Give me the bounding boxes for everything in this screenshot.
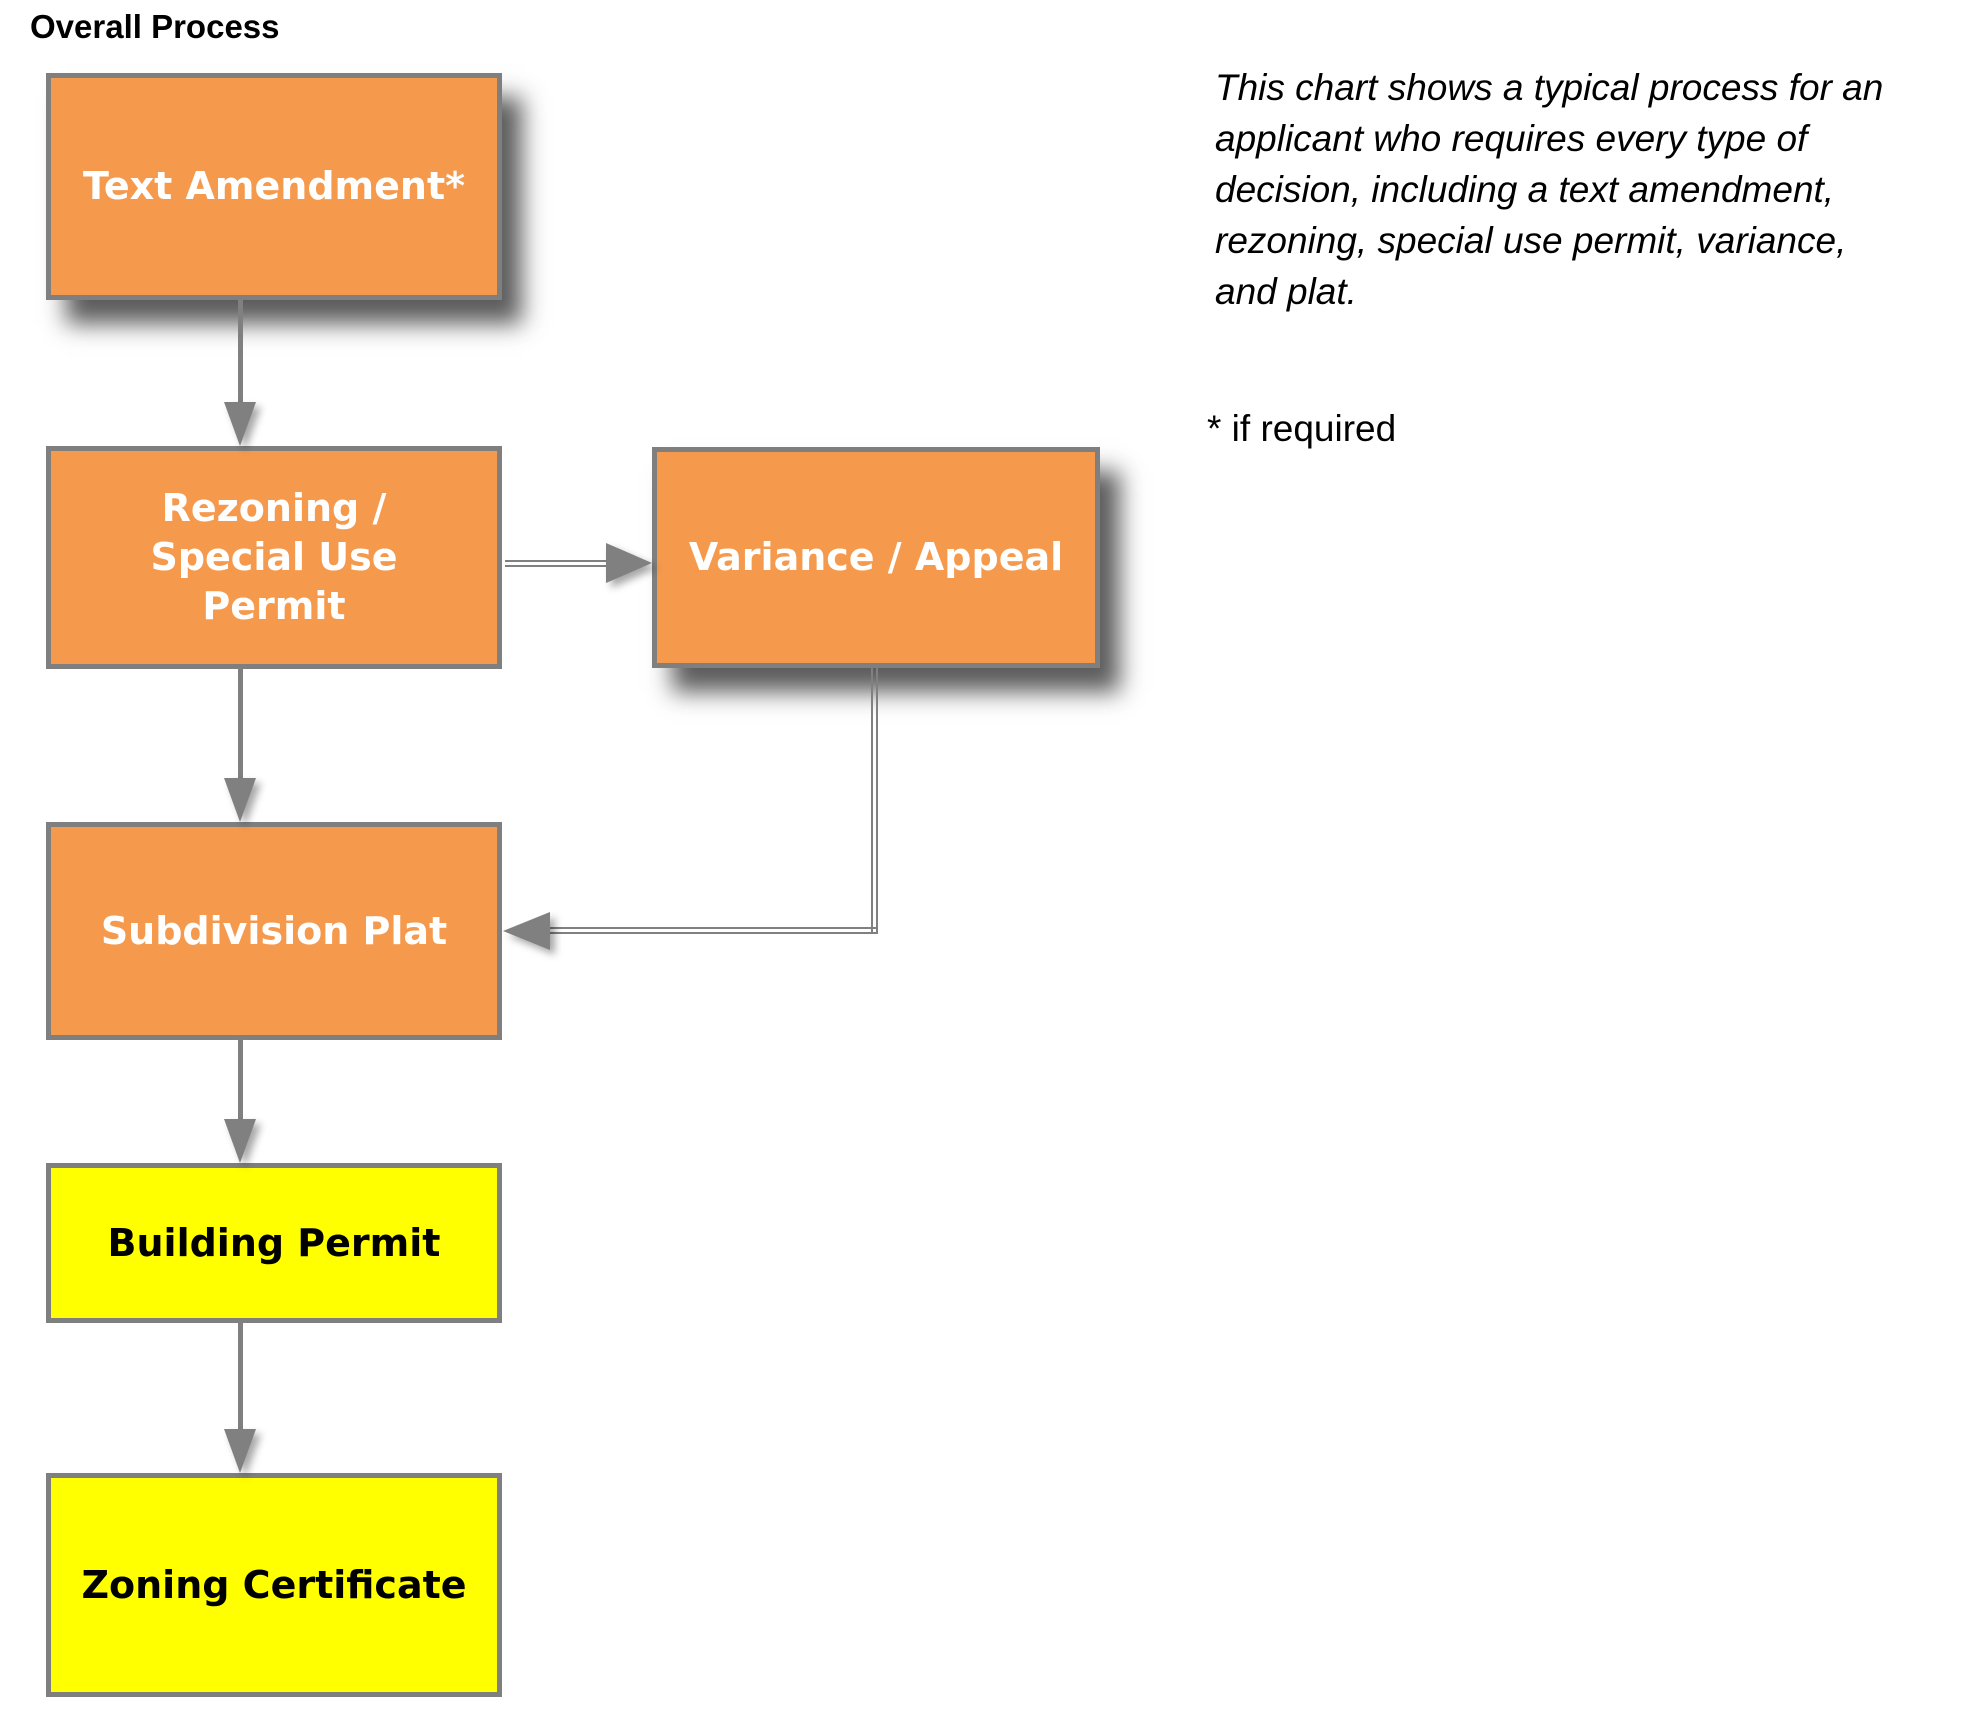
edge-line-variance-down xyxy=(871,666,878,934)
arrowhead-down-icon xyxy=(224,778,256,822)
node-text-amendment: Text Amendment* xyxy=(46,73,502,300)
note-line: This chart shows a typical process for a… xyxy=(1215,67,1884,108)
page-title: Overall Process xyxy=(30,8,280,45)
note-line: rezoning, special use permit, variance, xyxy=(1215,220,1847,261)
edge-line-textamendment-rezoning xyxy=(238,298,243,408)
node-building-permit: Building Permit xyxy=(46,1163,502,1323)
if-required-footnote: * if required xyxy=(1207,408,1397,449)
edge-line-variance-subdivision xyxy=(549,927,878,934)
arrowhead-left-icon xyxy=(503,912,550,950)
node-zoning-certificate: Zoning Certificate xyxy=(46,1473,502,1697)
edge-line-buildingpermit-zoningcertificate xyxy=(238,1321,243,1436)
arrowhead-right-icon xyxy=(606,543,652,583)
description-note: This chart shows a typical process for a… xyxy=(1215,62,1975,317)
node-rezoning-special-use-permit: Rezoning / Special Use Permit xyxy=(46,446,502,669)
node-variance-appeal: Variance / Appeal xyxy=(652,447,1100,668)
note-line: applicant who requires every type of xyxy=(1215,118,1808,159)
note-line: decision, including a text amendment, xyxy=(1215,169,1835,210)
node-subdivision-plat: Subdivision Plat xyxy=(46,822,502,1040)
arrowhead-down-icon xyxy=(224,1119,256,1163)
arrowhead-down-icon xyxy=(224,1429,256,1473)
note-line: and plat. xyxy=(1215,271,1357,312)
edge-line-rezoning-subdivision xyxy=(238,667,243,787)
edge-line-subdivision-buildingpermit xyxy=(238,1038,243,1128)
arrowhead-down-icon xyxy=(224,402,256,446)
edge-line-rezoning-variance xyxy=(505,560,613,567)
